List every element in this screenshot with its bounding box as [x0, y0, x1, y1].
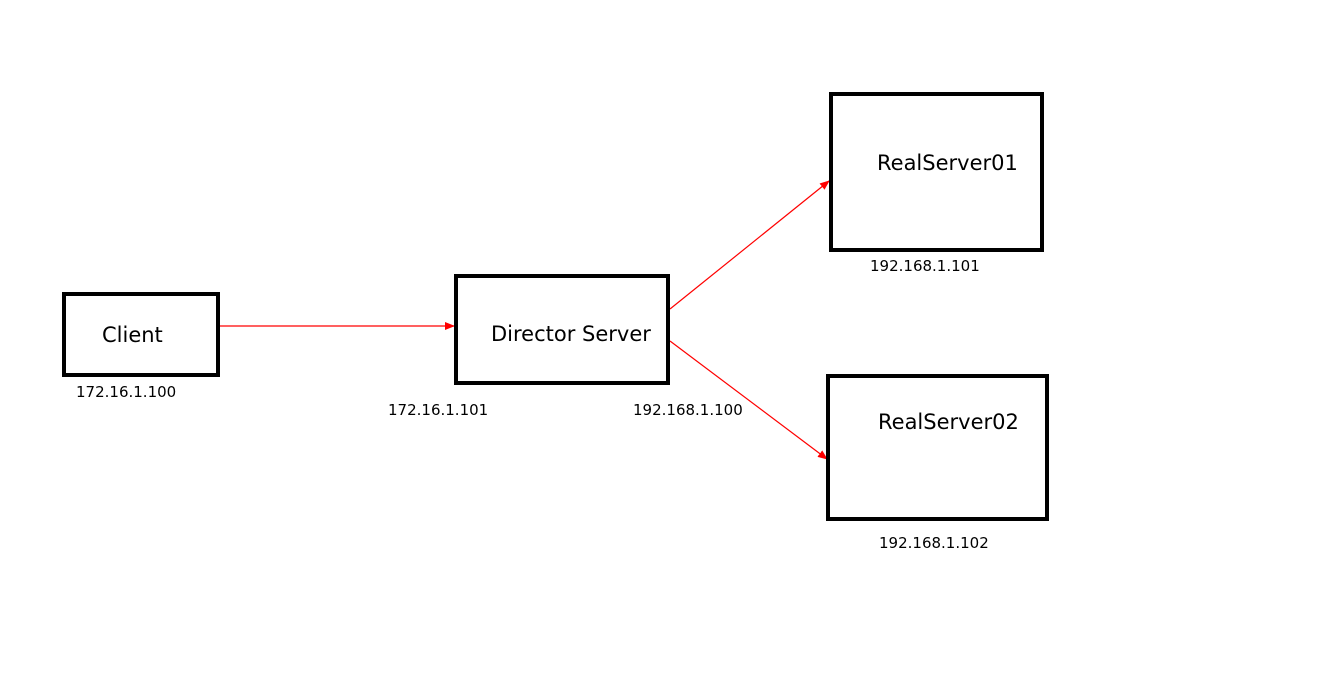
- realserver02-label: RealServer02: [878, 410, 1019, 434]
- client-node: [62, 292, 220, 377]
- director-server-ip-left: 172.16.1.101: [388, 401, 489, 419]
- director-server-node: [454, 274, 670, 385]
- arrow-director-to-realserver01: [669, 180, 830, 310]
- realserver02-node: [826, 374, 1049, 521]
- client-ip: 172.16.1.100: [76, 383, 177, 401]
- director-server-label: Director Server: [491, 322, 651, 346]
- realserver01-label: RealServer01: [877, 151, 1018, 175]
- director-server-ip-right: 192.168.1.100: [633, 401, 743, 419]
- client-label: Client: [102, 323, 163, 347]
- realserver01-ip: 192.168.1.101: [870, 257, 980, 275]
- arrow-director-to-realserver02: [669, 340, 828, 460]
- realserver02-ip: 192.168.1.102: [879, 534, 989, 552]
- realserver01-node: [829, 92, 1044, 252]
